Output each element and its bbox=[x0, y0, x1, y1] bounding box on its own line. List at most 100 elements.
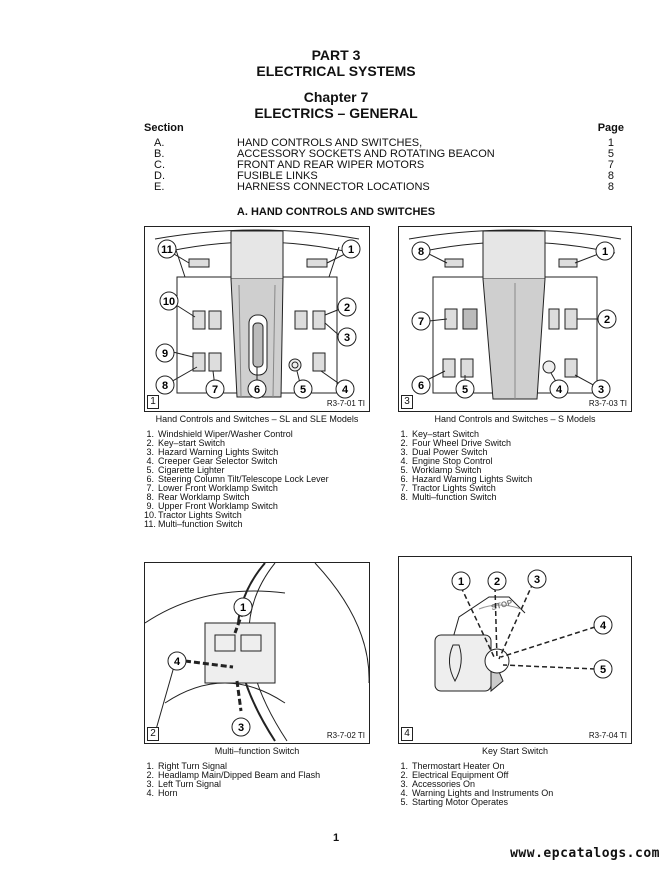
callout-4-2 bbox=[487, 571, 507, 591]
callout-3-8-label: 8 bbox=[418, 246, 424, 258]
callout-1-8 bbox=[155, 375, 175, 395]
toc-row-title: ACCESSORY SOCKETS AND ROTATING BEACON bbox=[237, 148, 495, 160]
toc-row-page: 8 bbox=[607, 170, 614, 182]
figure-4-number: 4 bbox=[401, 727, 413, 741]
legend-item: 5.Worklamp Switch bbox=[398, 466, 532, 475]
page-number: 1 bbox=[332, 832, 340, 844]
legend-item-number: 5. bbox=[400, 797, 408, 807]
callout-2-3 bbox=[231, 717, 251, 737]
legend-item-text: Key–start Switch bbox=[412, 429, 480, 439]
chapter-title: ELECTRICS – GENERAL bbox=[254, 105, 418, 121]
legend-item: 2.Key–start Switch bbox=[144, 439, 329, 448]
toc-row-page: 1 bbox=[607, 137, 614, 149]
legend-item-text: Headlamp Main/Dipped Beam and Flash bbox=[158, 770, 321, 780]
figure-3-illustration: 8 1 7 2 6 5 4 3 bbox=[408, 229, 622, 400]
legend-item: 2.Electrical Equipment Off bbox=[398, 771, 553, 780]
legend-item-number: 7. bbox=[400, 483, 408, 493]
watermark: www.epcatalogs.com bbox=[510, 846, 660, 861]
callout-1-3-label: 3 bbox=[344, 332, 350, 344]
legend-item: 4.Creeper Gear Selector Switch bbox=[144, 457, 329, 466]
callout-4-3-label: 3 bbox=[534, 574, 540, 586]
legend-item-text: Tractor Lights Switch bbox=[412, 483, 496, 493]
callout-3-6 bbox=[411, 375, 431, 395]
figure-4-ref: R3-7-04 TI bbox=[588, 731, 627, 740]
legend-item: 8.Multi–function Switch bbox=[398, 493, 532, 502]
callout-2-1-label: 1 bbox=[240, 602, 246, 614]
legend-item: 1.Key–start Switch bbox=[398, 430, 532, 439]
callout-2-4-label: 4 bbox=[174, 656, 181, 668]
callout-1-1-label: 1 bbox=[348, 244, 354, 256]
legend-item-text: Left Turn Signal bbox=[158, 779, 222, 789]
callout-2-1 bbox=[233, 597, 253, 617]
legend-item-text: Worklamp Switch bbox=[412, 465, 482, 475]
callout-1-9-label: 9 bbox=[162, 348, 168, 360]
figure-4-caption: Key Start Switch bbox=[481, 746, 549, 756]
legend-item-text: Hazard Warning Lights Switch bbox=[412, 474, 533, 484]
legend-item-number: 4. bbox=[400, 456, 408, 466]
callout-1-1 bbox=[341, 239, 361, 259]
legend-item-number: 1. bbox=[146, 429, 154, 439]
legend-item: 8.Rear Worklamp Switch bbox=[144, 493, 329, 502]
callout-1-4 bbox=[335, 379, 355, 399]
legend-item: 3.Accessories On bbox=[398, 780, 553, 789]
figure-2-ref: R3-7-02 TI bbox=[326, 731, 365, 740]
legend-item-number: 8. bbox=[400, 492, 408, 502]
callout-3-7-label: 7 bbox=[418, 316, 424, 328]
callout-1-7 bbox=[205, 379, 225, 399]
legend-item-number: 5. bbox=[146, 465, 154, 475]
callout-4-4-label: 4 bbox=[600, 620, 607, 632]
callout-3-2 bbox=[597, 309, 617, 329]
legend-item-number: 1. bbox=[400, 761, 408, 771]
legend-item: 2. Four Wheel Drive Switch bbox=[398, 439, 532, 448]
figure-4-key-start-switch: STOP 1 2 3 4 5 4 R3-7-04 TI bbox=[398, 556, 632, 744]
figure-4-illustration: STOP 1 2 3 4 5 bbox=[434, 569, 613, 693]
callout-1-2 bbox=[337, 297, 357, 317]
callout-4-1-label: 1 bbox=[458, 576, 464, 588]
callout-4-1 bbox=[451, 571, 471, 591]
callout-1-5 bbox=[293, 379, 313, 399]
legend-item-text: Four Wheel Drive Switch bbox=[412, 438, 512, 448]
legend-item-text: Electrical Equipment Off bbox=[412, 770, 509, 780]
legend-item-text: Horn bbox=[158, 788, 178, 798]
toc-row-letter: D. bbox=[154, 170, 165, 182]
callout-1-11-label: 11 bbox=[161, 244, 173, 256]
callout-4-4 bbox=[593, 615, 613, 635]
callout-3-3 bbox=[591, 379, 611, 399]
callout-3-5-label: 5 bbox=[462, 384, 468, 396]
legend-item-text: Engine Stop Control bbox=[412, 456, 493, 466]
figure-3-caption: Hand Controls and Switches – S Models bbox=[434, 414, 596, 424]
figure-1-ref: R3-7-01 TI bbox=[326, 399, 365, 408]
toc-row-title: FUSIBLE LINKS bbox=[237, 170, 318, 182]
legend-item-text: Starting Motor Operates bbox=[412, 797, 509, 807]
callout-1-9 bbox=[155, 343, 175, 363]
figure-1-number: 1 bbox=[147, 395, 159, 409]
figure-3-ref: R3-7-03 TI bbox=[588, 399, 627, 408]
toc-row-page: 8 bbox=[607, 181, 614, 193]
legend-item-text: Multi–function Switch bbox=[158, 519, 243, 529]
legend-item-number: 11. bbox=[144, 519, 156, 529]
toc-row-title: HAND CONTROLS AND SWITCHES, bbox=[237, 137, 423, 149]
legend-item: 6. Hazard Warning Lights Switch bbox=[398, 475, 532, 484]
callout-4-3 bbox=[527, 569, 547, 589]
figure-2-number: 2 bbox=[147, 727, 159, 741]
legend-item-number: 2. bbox=[400, 438, 408, 448]
toc-row-title: FRONT AND REAR WIPER MOTORS bbox=[237, 159, 425, 171]
chapter-heading: Chapter 7 bbox=[303, 89, 369, 105]
legend-item-number: 6. bbox=[400, 474, 408, 484]
toc-page-label: Page bbox=[597, 122, 624, 134]
legend-item-number: 1. bbox=[146, 761, 154, 771]
figure-3-number: 3 bbox=[401, 395, 413, 409]
legend-item-text: Lower Front Worklamp Switch bbox=[158, 483, 278, 493]
callout-1-8-label: 8 bbox=[162, 380, 168, 392]
callout-1-3 bbox=[337, 327, 357, 347]
callout-1-6-label: 6 bbox=[254, 384, 260, 396]
legend-item-text: Steering Column Tilt/Telescope Lock Leve… bbox=[158, 474, 329, 484]
legend-item-text: Warning Lights and Instruments On bbox=[412, 788, 554, 798]
legend-item: 1.Windshield Wiper/Washer Control bbox=[144, 430, 329, 439]
legend-item: 11.Multi–function Switch bbox=[144, 520, 329, 529]
callout-3-5 bbox=[455, 379, 475, 399]
legend-item: 3.Hazard Warning Lights Switch bbox=[144, 448, 329, 457]
